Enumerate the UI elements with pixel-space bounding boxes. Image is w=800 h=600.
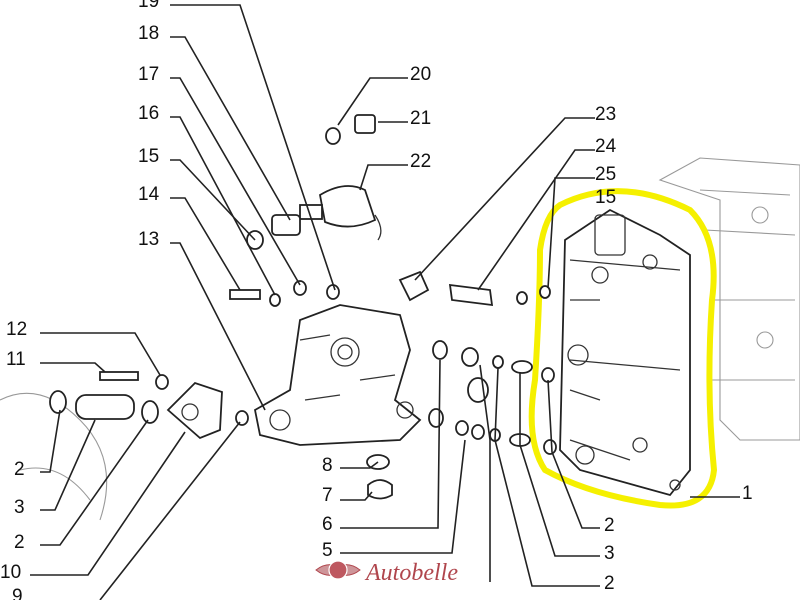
- label-11: 11: [6, 349, 26, 370]
- label-16: 16: [138, 103, 159, 124]
- label-21: 21: [410, 108, 431, 129]
- cylinder-head-cover: [559, 208, 691, 497]
- label-15: 15: [138, 146, 159, 167]
- engine-block: [0, 157, 800, 521]
- label-8: 8: [322, 455, 333, 476]
- label-2: 2: [604, 573, 615, 594]
- label-2: 2: [14, 459, 25, 480]
- label-15: 15: [595, 187, 616, 208]
- label-10: 10: [0, 562, 21, 583]
- label-1: 1: [742, 483, 753, 504]
- label-19: 19: [138, 0, 159, 12]
- label-18: 18: [138, 23, 159, 44]
- label-22: 22: [410, 151, 431, 172]
- label-24: 24: [595, 136, 617, 157]
- label-9: 9: [12, 586, 23, 600]
- thermostat-housing: [253, 304, 422, 446]
- label-6: 6: [322, 514, 333, 535]
- label-7: 7: [322, 485, 333, 506]
- label-13: 13: [138, 229, 159, 250]
- highlight-outline: [528, 188, 718, 509]
- part-number-labels: 19 18 17 16 15 14 13 12 11 2 3 2 10 9 20…: [0, 0, 753, 600]
- label-25: 25: [595, 164, 616, 185]
- label-20: 20: [410, 64, 431, 85]
- label-2: 2: [604, 515, 615, 536]
- label-3: 3: [604, 543, 615, 564]
- label-12: 12: [6, 319, 27, 340]
- label-2: 2: [14, 532, 25, 553]
- watermark-text: Autobelle: [364, 560, 458, 586]
- leader-lines: [30, 4, 740, 600]
- autobelle-watermark: Autobelle: [315, 560, 458, 586]
- label-23: 23: [595, 104, 616, 125]
- label-14: 14: [138, 184, 160, 205]
- label-17: 17: [138, 64, 159, 85]
- label-5: 5: [322, 540, 333, 561]
- label-3: 3: [14, 497, 25, 518]
- small-parts: [49, 114, 557, 500]
